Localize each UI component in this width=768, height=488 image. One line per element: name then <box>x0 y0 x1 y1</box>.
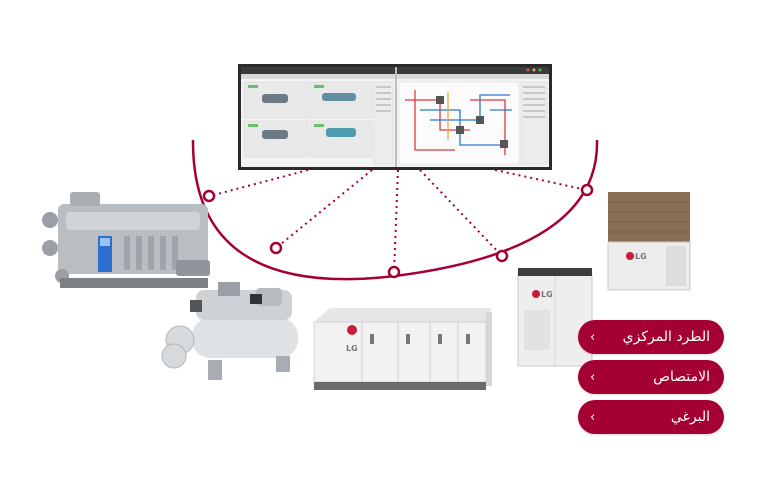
link-line-2 <box>275 169 373 249</box>
network-node-icon <box>495 249 509 263</box>
network-node-icon <box>387 265 401 279</box>
network-node-icon <box>269 241 283 255</box>
network-node-icon <box>202 189 216 203</box>
option-label: الامتصاص <box>653 369 710 385</box>
option-label: الطرد المركزي <box>622 329 710 345</box>
link-line-4 <box>419 169 503 257</box>
chevron-left-icon: ‹ <box>590 329 596 345</box>
link-line-1 <box>209 169 309 197</box>
centrifugal-option-button[interactable]: الطرد المركزي ‹ <box>578 320 724 354</box>
brand-logo: LG <box>541 290 553 299</box>
screw-option-button[interactable]: البرغي ‹ <box>578 400 724 434</box>
link-line-5 <box>494 169 588 191</box>
chevron-left-icon: ‹ <box>590 369 596 385</box>
network-node-icon <box>580 183 594 197</box>
chevron-left-icon: ‹ <box>590 409 596 425</box>
brand-logo: LG <box>346 344 358 353</box>
brand-logo: LG <box>635 252 647 261</box>
absorption-option-button[interactable]: الامتصاص ‹ <box>578 360 724 394</box>
option-label: البرغي <box>670 409 710 425</box>
link-line-3 <box>393 169 399 273</box>
